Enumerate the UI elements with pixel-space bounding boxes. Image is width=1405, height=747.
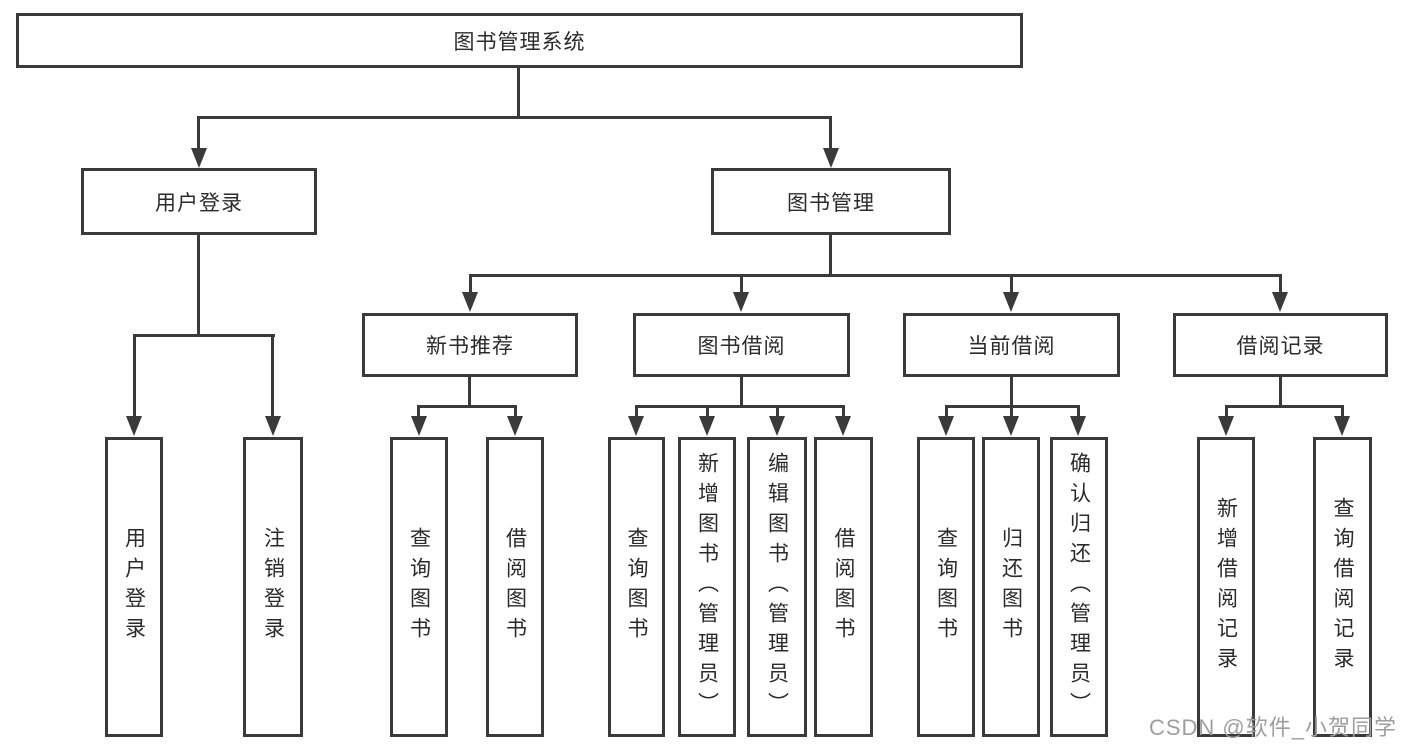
down-arrow-icon	[1218, 416, 1234, 436]
node-leaf-query-books-borrowing: 查询图书	[608, 437, 665, 737]
connector-current-borrow-drop-3	[1077, 405, 1080, 418]
connector-user-login-drop-2	[271, 334, 274, 418]
node-book-management: 图书管理	[711, 168, 951, 235]
node-book-borrowing: 图书借阅	[633, 313, 850, 377]
node-leaf-borrow-books: 借阅图书	[814, 437, 873, 737]
down-arrow-icon	[769, 416, 785, 436]
down-arrow-icon	[411, 416, 427, 436]
node-leaf-query-books-current: 查询图书	[917, 437, 975, 737]
node-leaf-query-books-recommend: 查询图书	[390, 437, 448, 737]
down-arrow-icon	[699, 416, 715, 436]
connector-new-book-drop-1	[417, 405, 420, 418]
connector-borrow-records-drop-2	[1341, 405, 1344, 418]
down-arrow-icon	[462, 292, 478, 312]
connector-root-stem	[517, 68, 520, 116]
connector-borrow-records-stem	[1279, 377, 1282, 408]
connector-book-mgmt-drop-1	[469, 274, 472, 294]
connector-new-book-drop-2	[514, 405, 517, 418]
down-arrow-icon	[823, 148, 839, 168]
node-current-borrowing: 当前借阅	[903, 313, 1120, 377]
connector-book-borrow-stem	[740, 377, 743, 408]
watermark-text: CSDN @软件_小贺同学	[1148, 715, 1397, 740]
connector-root-drop-left	[197, 116, 200, 150]
node-new-book-recommend: 新书推荐	[362, 313, 578, 377]
connector-book-mgmt-drop-4	[1279, 274, 1282, 294]
connector-book-mgmt-drop-2	[740, 274, 743, 294]
down-arrow-icon	[835, 416, 851, 436]
node-user-login: 用户登录	[81, 168, 317, 235]
down-arrow-icon	[1003, 416, 1019, 436]
connector-book-mgmt-drop-3	[1010, 274, 1013, 294]
node-library-management-system: 图书管理系统	[16, 13, 1023, 68]
down-arrow-icon	[628, 416, 644, 436]
connector-borrow-records-drop-1	[1225, 405, 1228, 418]
down-arrow-icon	[938, 416, 954, 436]
node-leaf-logout: 注销登录	[243, 437, 303, 737]
connector-current-borrow-drop-2	[1010, 405, 1013, 418]
down-arrow-icon	[265, 416, 281, 436]
connector-book-mgmt-stem	[829, 235, 832, 277]
node-leaf-user-login: 用户登录	[105, 437, 163, 737]
down-arrow-icon	[1334, 416, 1350, 436]
node-leaf-confirm-return-admin: 确认归还（管理员）	[1050, 437, 1108, 737]
connector-root-bar	[197, 116, 832, 119]
connector-borrow-records-bar	[1225, 405, 1344, 408]
node-leaf-query-borrow-record: 查询借阅记录	[1313, 437, 1372, 737]
connector-book-borrow-bar	[635, 405, 845, 408]
connector-book-borrow-drop-1	[635, 405, 638, 418]
node-leaf-add-books-admin: 新增图书（管理员）	[678, 437, 736, 737]
down-arrow-icon	[733, 292, 749, 312]
connector-book-borrow-drop-3	[776, 405, 779, 418]
connector-book-borrow-drop-4	[842, 405, 845, 418]
node-leaf-borrow-books-recommend: 借阅图书	[486, 437, 544, 737]
down-arrow-icon	[191, 148, 207, 168]
down-arrow-icon	[126, 416, 142, 436]
down-arrow-icon	[1272, 292, 1288, 312]
connector-user-login-bar	[133, 334, 275, 337]
down-arrow-icon	[1003, 292, 1019, 312]
node-borrowing-records: 借阅记录	[1173, 313, 1388, 377]
connector-user-login-drop-1	[133, 334, 136, 418]
connector-current-borrow-stem	[1010, 377, 1013, 408]
connector-current-borrow-drop-1	[945, 405, 948, 418]
node-leaf-add-borrow-record: 新增借阅记录	[1197, 437, 1255, 737]
connector-book-mgmt-bar	[469, 274, 1282, 277]
connector-root-drop-right	[829, 116, 832, 150]
down-arrow-icon	[1070, 416, 1086, 436]
connector-book-borrow-drop-2	[706, 405, 709, 418]
node-leaf-edit-books-admin: 编辑图书（管理员）	[747, 437, 807, 737]
node-leaf-return-books: 归还图书	[982, 437, 1040, 737]
connector-user-login-stem	[197, 235, 200, 337]
connector-new-book-stem	[468, 377, 471, 408]
connector-new-book-bar	[417, 405, 517, 408]
down-arrow-icon	[507, 416, 523, 436]
